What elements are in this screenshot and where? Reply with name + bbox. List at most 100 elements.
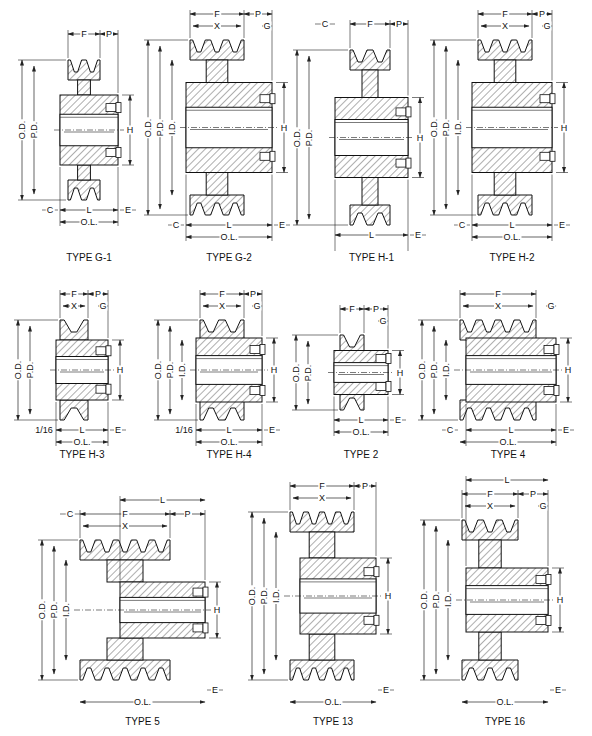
dimension-label: E <box>278 221 286 230</box>
dimension-label: O.L. <box>79 218 98 227</box>
web <box>309 634 335 660</box>
dimension-label: I.D. <box>272 588 281 604</box>
grooved-rim <box>460 400 536 420</box>
screw-head <box>406 158 411 168</box>
screw-head <box>106 384 111 394</box>
dimension-label: X <box>70 302 78 311</box>
dimension-label: F <box>366 20 374 29</box>
dimension-label: L <box>159 496 166 505</box>
dimension-label: O.D. <box>292 362 301 383</box>
extension-line <box>466 404 467 446</box>
extension-line <box>472 175 473 242</box>
dimension-label: C <box>66 510 75 519</box>
dimension-label: P.D. <box>260 587 269 605</box>
dimension-label: G <box>262 22 271 31</box>
dimension-label: X <box>318 494 326 503</box>
extension-line <box>108 290 109 338</box>
dimension-label: C <box>321 20 330 29</box>
extension-line <box>392 350 404 351</box>
center-line <box>74 610 211 611</box>
cap-screw <box>396 108 406 116</box>
dimension-label: P.D. <box>442 118 451 136</box>
dimension-label: P.D. <box>304 363 313 381</box>
dimension-label: F <box>501 10 509 19</box>
dimension-label: L <box>357 416 364 425</box>
dimension-label: G <box>252 302 261 311</box>
dimension-label: E <box>394 416 402 425</box>
extension-line <box>556 82 568 83</box>
extension-line <box>122 165 134 166</box>
dimension-label: O.L. <box>219 233 238 242</box>
keyway-line <box>196 358 262 359</box>
extension-line <box>144 215 188 216</box>
dimension-label: X <box>494 302 502 311</box>
grooved-rim <box>200 320 244 340</box>
keyway-line <box>300 581 376 582</box>
keyway-line <box>466 588 548 589</box>
cap-screw <box>250 346 260 354</box>
screw-head <box>116 147 121 157</box>
grooved-rim <box>478 40 532 60</box>
extension-line <box>292 410 338 411</box>
dimension-label: O.D. <box>248 586 257 607</box>
extension-line <box>556 404 557 446</box>
dimension-label: O.D. <box>418 360 427 381</box>
keyway-line <box>334 365 388 366</box>
screw-head <box>550 151 555 161</box>
extension-line <box>556 172 568 173</box>
dimension-label: H <box>280 123 289 132</box>
grooved-rim <box>60 400 88 420</box>
cap-screw <box>536 616 546 624</box>
web <box>362 70 378 98</box>
cap-screw <box>96 385 106 393</box>
extension-line <box>293 50 348 51</box>
cap-screw <box>106 148 116 156</box>
extension-line <box>292 335 338 336</box>
dimension-label: H <box>213 606 222 615</box>
dimension-label: L <box>368 231 375 240</box>
extension-line <box>552 175 553 242</box>
dimension-label: O.L. <box>323 698 342 707</box>
grooved-rim <box>350 205 390 225</box>
grooved-rim <box>478 195 532 215</box>
dimension-label: I.D. <box>442 362 451 378</box>
cap-screw <box>396 159 406 167</box>
center-line <box>50 370 114 371</box>
grooved-rim <box>68 60 100 80</box>
screw-head <box>554 345 559 355</box>
key-line <box>470 372 552 373</box>
dimension-label: P.D. <box>26 361 35 379</box>
keyway-line <box>472 110 552 111</box>
grooved-rim <box>68 180 100 200</box>
center-line <box>328 372 394 373</box>
extension-line <box>122 95 134 96</box>
dimension-label: L <box>225 426 232 435</box>
extension-line <box>466 476 467 566</box>
cap-screw <box>364 568 374 576</box>
grooved-rim <box>200 400 244 420</box>
screw-head <box>203 623 208 633</box>
type-title: TYPE H-2 <box>488 253 535 263</box>
grooved-rim <box>60 320 88 340</box>
dimension-label: X <box>218 302 226 311</box>
grooved-rim <box>80 540 170 560</box>
center-line <box>466 127 558 128</box>
grooved-rim <box>290 660 354 680</box>
center-line <box>454 370 562 371</box>
dimension-label: H <box>270 366 279 375</box>
extension-line <box>388 397 389 437</box>
dimension-label: O.D. <box>430 117 439 138</box>
key-line <box>339 139 404 140</box>
dimension-label: P <box>372 305 380 314</box>
dimension-label: L <box>508 221 515 230</box>
extension-line <box>380 558 392 559</box>
dimension-label: 1/16 <box>174 426 194 435</box>
cap-screw <box>364 616 374 624</box>
extension-line <box>408 20 409 96</box>
key-line <box>338 374 384 375</box>
screw-head <box>106 346 111 356</box>
extension-line <box>388 305 389 349</box>
dimension-label: E <box>268 426 276 435</box>
dimension-label: F <box>121 510 129 519</box>
extension-line <box>272 10 273 81</box>
